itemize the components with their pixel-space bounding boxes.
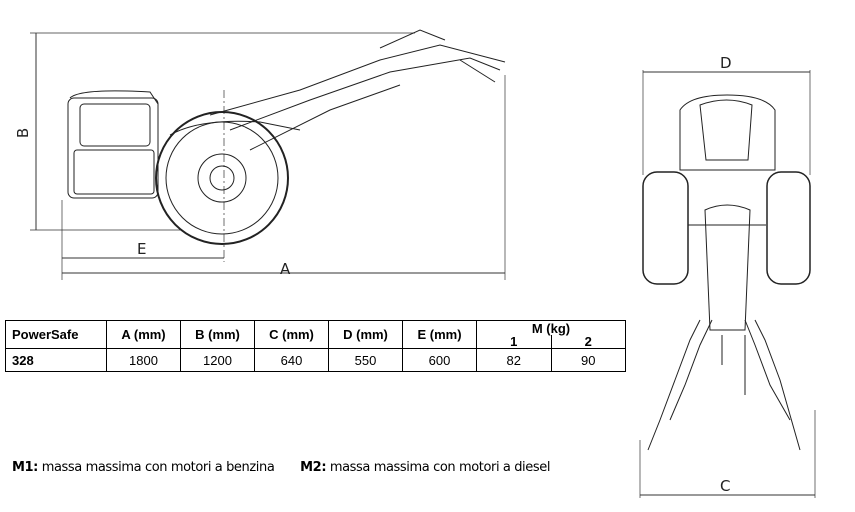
header-a: A (mm) — [106, 320, 181, 349]
spec-table: PowerSafe A (mm) B (mm) C (mm) D (mm) E … — [5, 320, 626, 372]
note-m1-text: massa massima con motori a benzina — [37, 460, 275, 475]
cell-a: 1800 — [106, 348, 181, 372]
notes: M1: massa massima con motori a benzina M… — [12, 460, 550, 475]
table-header-row: PowerSafe A (mm) B (mm) C (mm) D (mm) E … — [5, 320, 626, 349]
cell-d: 550 — [328, 348, 403, 372]
header-mass: M (kg) 1 2 — [476, 320, 626, 349]
note-m1: M1: massa massima con motori a benzina — [12, 460, 275, 475]
header-e: E (mm) — [402, 320, 477, 349]
note-m1-key: M1: — [12, 460, 38, 475]
header-mass-2: 2 — [550, 334, 626, 348]
dimension-e-line — [62, 90, 225, 262]
header-d: D (mm) — [328, 320, 403, 349]
table-row: 328 1800 1200 640 550 600 82 90 — [5, 348, 626, 372]
dimension-b-line — [30, 32, 415, 231]
dimension-c-line — [639, 410, 816, 498]
header-mass-1: 1 — [510, 333, 518, 349]
dimension-d-label: D — [720, 54, 732, 72]
dimension-d-line — [642, 70, 811, 175]
dimension-c-label: C — [720, 477, 731, 495]
header-model: PowerSafe — [5, 320, 107, 349]
dimension-b-label: B — [14, 127, 33, 139]
cell-e: 600 — [402, 348, 477, 372]
dimension-a-label: A — [280, 260, 291, 278]
cell-m2: 90 — [550, 348, 626, 372]
side-view-tiller — [67, 29, 506, 245]
note-m2-text: massa massima con motori a diesel — [326, 460, 551, 475]
front-view-tiller — [642, 94, 811, 451]
header-b: B (mm) — [180, 320, 255, 349]
cell-model: 328 — [5, 348, 107, 372]
header-c: C (mm) — [254, 320, 329, 349]
cell-m1: 82 — [476, 348, 552, 372]
dimension-e-label: E — [137, 240, 147, 258]
cell-b: 1200 — [180, 348, 255, 372]
dimension-a-line — [61, 75, 506, 280]
cell-c: 640 — [254, 348, 329, 372]
note-m2-key: M2: — [300, 460, 327, 475]
header-mass-label: M (kg) — [531, 320, 571, 336]
note-m2: M2: massa massima con motori a diesel — [300, 460, 550, 475]
